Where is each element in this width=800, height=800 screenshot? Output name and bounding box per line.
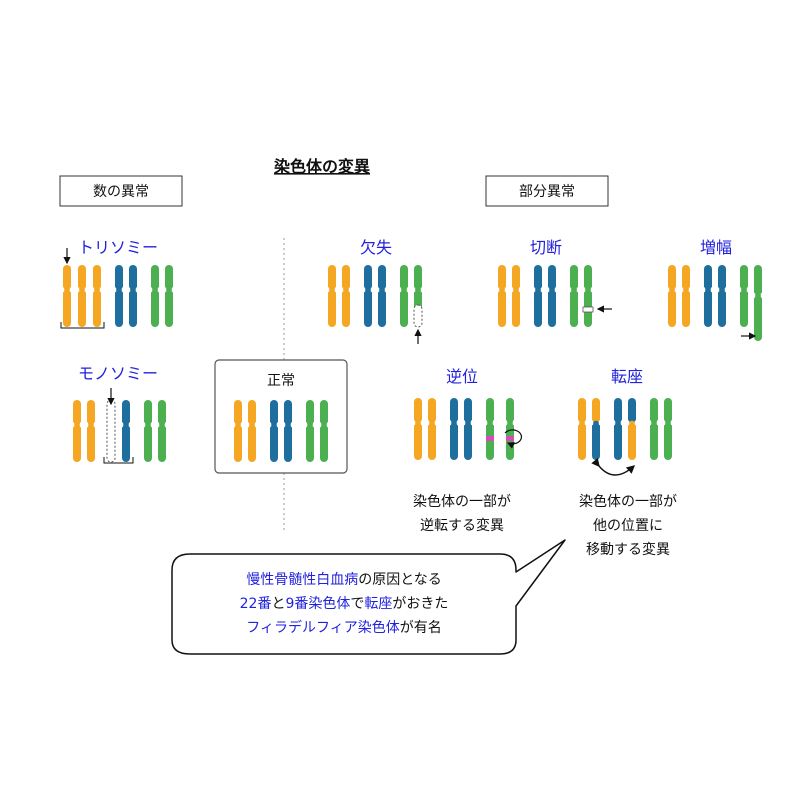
trisomy-label: トリソミー [78, 238, 158, 257]
monosomy-bracket [103, 457, 134, 464]
chromosome-4 [127, 265, 139, 327]
chromosome-18 [318, 400, 330, 462]
chromosome-11 [142, 400, 154, 462]
amplification-label: 増幅 [700, 238, 732, 257]
chromosome-21 [362, 265, 374, 327]
chromosome-12 [156, 400, 168, 462]
chromosome-27 [532, 265, 544, 327]
chromosome-41 [484, 398, 496, 460]
chromosome-36 [752, 265, 764, 341]
chromosome-6 [163, 265, 175, 327]
callout-line-3: フィラデルフィア染色体が有名 [246, 619, 441, 636]
chromosome-42 [504, 398, 516, 460]
chromosome-40 [462, 398, 474, 460]
chromosome-39 [448, 398, 460, 460]
chromosome-35 [738, 265, 750, 327]
chromosome-34 [716, 265, 728, 327]
chromosome-32 [680, 265, 692, 327]
chromosome-19 [326, 265, 338, 327]
chromosome-0 [61, 265, 73, 327]
translocation-desc-line-2: 他の位置に [593, 518, 663, 534]
translocation-description: 染色体の一部が 他の位置に 移動する変異 [579, 493, 677, 558]
chromosome-46 [626, 398, 638, 460]
chromosome-43 [576, 398, 588, 460]
callout-line-2: 22番と9番染色体で転座がおきた [240, 595, 449, 612]
chromosome-45 [612, 398, 624, 460]
chromosome-13 [232, 400, 244, 462]
chromosome-28 [546, 265, 558, 327]
callout-bubble: 慢性骨髄性白血病の原因となる 22番と9番染色体で転座がおきた フィラデルフィア… [171, 539, 566, 655]
inversion-desc-line-1: 染色体の一部が [413, 493, 511, 510]
chromosome-7 [71, 400, 83, 462]
chromosome-14 [246, 400, 258, 462]
chromosome-10 [120, 400, 132, 462]
chromosome-1 [76, 265, 88, 327]
chromosome-47 [648, 398, 660, 460]
inversion-label: 逆位 [446, 367, 478, 386]
inversion-desc-line-2: 逆転する変異 [420, 517, 504, 534]
diagram-title: 染色体の変異 [273, 157, 370, 176]
chromosome-26 [510, 265, 522, 327]
inversion-rotate-arrow [504, 429, 523, 449]
numeric-abnormality-box: 数の異常 [59, 175, 183, 207]
chromosome-23 [398, 265, 410, 327]
chromosome-30 [582, 265, 594, 327]
translocation-desc-line-3: 移動する変異 [586, 541, 670, 558]
chromosome-8 [85, 400, 97, 462]
chromosome-25 [496, 265, 508, 327]
chromosome-44 [590, 398, 602, 460]
breakage-label: 切断 [530, 238, 562, 257]
chromosome-16 [282, 400, 294, 462]
chromosome-37 [412, 398, 424, 460]
trisomy-bracket [60, 322, 105, 329]
annotations [60, 248, 757, 476]
normal-label: 正常 [267, 373, 295, 389]
chromosome-5 [149, 265, 161, 327]
chromosome-22 [376, 265, 388, 327]
chromosome-layer [61, 265, 764, 463]
inversion-description: 染色体の一部が 逆転する変異 [413, 493, 511, 534]
chromosome-20 [340, 265, 352, 327]
chromosome-15 [268, 400, 280, 462]
chromosome-31 [666, 265, 678, 327]
monosomy-label: モノソミー [78, 364, 158, 383]
chromosome-9 [106, 399, 116, 463]
partial-abnormality-box: 部分異常 [485, 175, 609, 207]
translocation-label: 転座 [611, 367, 643, 386]
chromosome-38 [426, 398, 438, 460]
chromosome-33 [702, 265, 714, 327]
deletion-label: 欠失 [360, 238, 392, 257]
chromosome-3 [113, 265, 125, 327]
chromosome-29 [568, 265, 580, 327]
chromosome-24 [412, 265, 424, 328]
chromosome-17 [304, 400, 316, 462]
translocation-desc-line-1: 染色体の一部が [579, 493, 677, 510]
numeric-abnormality-label: 数の異常 [93, 184, 149, 200]
translocation-swap-arrow [591, 457, 636, 476]
chromosome-48 [662, 398, 674, 460]
partial-abnormality-label: 部分異常 [519, 184, 575, 200]
chromosome-2 [91, 265, 103, 327]
callout-line-1: 慢性骨髄性白血病の原因となる [246, 571, 442, 588]
